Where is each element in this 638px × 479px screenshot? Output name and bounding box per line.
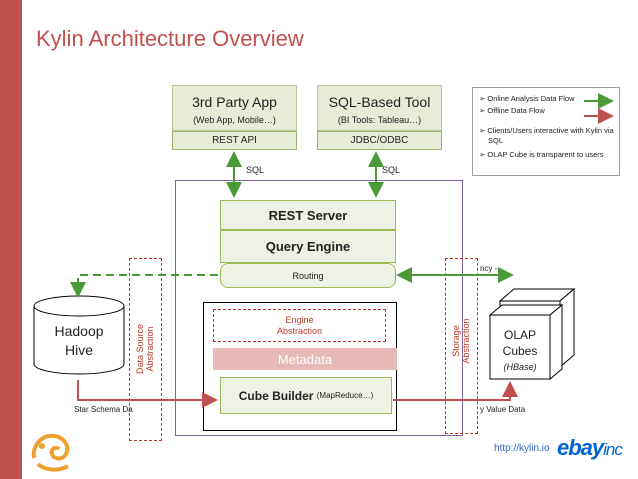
rest-server-box: REST Server (220, 200, 396, 230)
sql-based-tool-box: SQL-Based Tool (BI Tools: Tableau…) (317, 85, 442, 131)
hive-to-builder-arrow (77, 380, 218, 408)
key-value-label: y Value Data (480, 405, 526, 414)
hbase-label: (HBase) (503, 362, 537, 372)
query-engine-box: Query Engine (220, 230, 396, 263)
routing-to-hive-arrow (70, 274, 218, 298)
cube-builder-box: Cube Builder (MapReduce…) (220, 377, 392, 414)
sql-based-tool-subtitle: (BI Tools: Tableau…) (337, 115, 422, 125)
left-accent-bar (0, 0, 22, 479)
olap-cubes-label: OLAP Cubes (HBase) (490, 327, 550, 375)
page-title: Kylin Architecture Overview (36, 26, 304, 51)
ebay-inc-text: inc (603, 440, 623, 459)
hadoop-label: Hadoop (54, 323, 104, 339)
legend-item-clients: ➢ Clients/Users interactive with Kylin v… (479, 126, 614, 145)
sql-label-left: SQL (246, 165, 265, 175)
third-party-app-subtitle: (Web App, Mobile…) (193, 115, 276, 125)
hadoop-hive-cylinder (33, 295, 125, 375)
hadoop-hive-label: Hadoop Hive (34, 322, 124, 360)
legend-item-offline: ➢ Offline Data Flow (479, 106, 545, 115)
cubes-label: Cubes (502, 344, 538, 358)
legend-online-label: Online Analysis Data Flow (487, 94, 575, 103)
storage-abstraction-box (445, 258, 478, 434)
olap-cubes-icon (488, 287, 576, 381)
ebay-logo: ebayinc (557, 435, 623, 461)
olap-label: OLAP (503, 328, 536, 342)
legend-olap-label: OLAP Cube is transparent to users (487, 150, 604, 159)
cube-builder-detail: (MapReduce…) (316, 391, 374, 400)
sql-label-right: SQL (382, 165, 401, 175)
legend-clients-label: Clients/Users interactive with Kylin via… (487, 126, 614, 145)
routing-box: Routing (220, 263, 396, 288)
third-party-app-box: 3rd Party App (Web App, Mobile…) (172, 85, 297, 131)
jdbc-odbc-box: JDBC/ODBC (317, 131, 442, 150)
ebay-logo-text: ebay (557, 435, 604, 460)
kylin-logo-icon (31, 433, 70, 472)
third-party-app-title: 3rd Party App (192, 94, 277, 110)
legend-offline-label: Offline Data Flow (487, 106, 545, 115)
metadata-box: Metadata (213, 348, 397, 370)
rest-api-box: REST API (172, 131, 297, 150)
kylin-url-link[interactable]: http://kylin.io (494, 443, 550, 454)
star-schema-label: Star Schema Da (74, 405, 133, 414)
cube-builder-label: Cube Builder (238, 388, 314, 403)
legend-item-olap: ➢ OLAP Cube is transparent to users (479, 150, 604, 159)
sql-based-tool-title: SQL-Based Tool (328, 94, 431, 110)
builder-to-cubes-arrow (393, 381, 518, 401)
data-source-abstraction-box (129, 258, 162, 441)
legend-item-online: ➢ Online Analysis Data Flow (479, 94, 575, 103)
kylin-core-panel (175, 180, 463, 436)
engine-abstraction-box: Engine Abstraction (213, 309, 386, 342)
hive-label: Hive (64, 342, 93, 358)
engine-abstraction-label: Engine Abstraction (276, 314, 323, 336)
